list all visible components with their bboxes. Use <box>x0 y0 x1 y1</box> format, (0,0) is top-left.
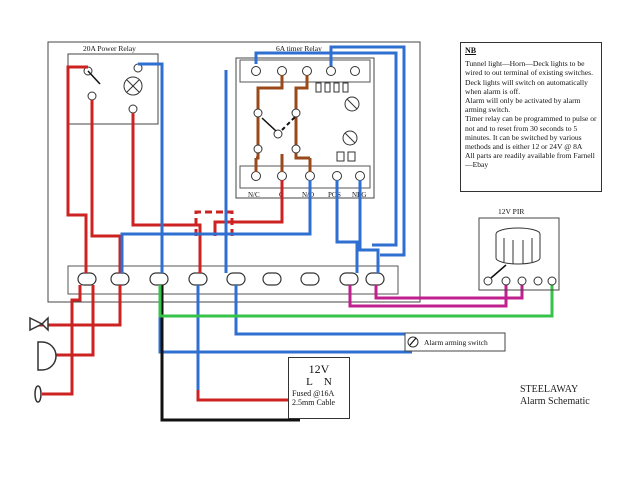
psu-cable: 2.5mm Cable <box>292 398 336 407</box>
timer-dip-switch-3 <box>333 82 340 93</box>
notes-box: NB Tunnel light—Horn—Deck lights to be w… <box>460 42 602 192</box>
timer-dip-switch-2 <box>324 82 331 93</box>
power-relay-label: 20A Power Relay <box>83 44 136 53</box>
magenta-wires <box>348 283 524 308</box>
black-wire <box>160 285 300 422</box>
timer-relay-top-terminal-block <box>239 59 371 83</box>
notes-paragraph: Tunnel light—Horn—Deck lights to be wire… <box>465 59 594 78</box>
timer-led-1 <box>336 151 345 162</box>
psu-live: L <box>306 376 313 388</box>
tunnel-light-icon <box>37 341 57 371</box>
terminal-strip <box>67 265 399 295</box>
timer-terminal-nc: N/C <box>248 191 260 199</box>
pir-switch-arm <box>490 264 507 279</box>
timer-relay-bottom-terminal-block <box>239 165 371 189</box>
alarm-switch-box <box>404 332 506 352</box>
timer-internal-wiring <box>254 75 312 172</box>
power-relay-coil-bottom <box>128 104 138 114</box>
timer-relay-box <box>235 57 375 199</box>
power-supply-box: 12V L N Fused @16A 2.5mm Cable <box>288 357 350 419</box>
psu-neutral: N <box>323 376 332 388</box>
timer-terminal-pos: POS <box>328 191 341 199</box>
output-loads <box>29 316 57 403</box>
notes-paragraph: All parts are readily available from Far… <box>465 151 595 170</box>
brand-name: STEELAWAY <box>520 384 579 395</box>
green-wire <box>158 282 554 318</box>
pir-sensor-dome <box>495 227 541 265</box>
power-relay-switch-arm <box>87 70 101 85</box>
horn-icon <box>29 316 49 332</box>
terminal-strip-screws <box>77 272 385 286</box>
alarm-switch-label: Alarm arming switch <box>424 338 488 347</box>
notes-paragraph: Deck lights will switch on automatically… <box>465 77 588 96</box>
schematic-title: Alarm Schematic <box>520 396 590 407</box>
blue-wires <box>120 45 412 390</box>
psu-fuse: Fused @16A <box>292 389 335 398</box>
pir-box <box>478 217 560 291</box>
psu-terminals: L N <box>289 376 349 389</box>
timer-dip-switch-4 <box>342 82 349 93</box>
deck-light-icon <box>34 385 42 403</box>
timer-dip-switch-1 <box>315 82 322 93</box>
timer-switch-dashed <box>281 115 297 131</box>
power-relay-contact-bottom <box>87 91 97 101</box>
brand-caption: STEELAWAY Alarm Schematic <box>520 384 590 408</box>
timer-terminal-no: N/O <box>302 191 314 199</box>
red-dashed-wire <box>194 210 234 236</box>
notes-paragraph: Alarm will only be activated by alarm ar… <box>465 96 581 115</box>
timer-relay-label: 6A timer Relay <box>276 44 322 53</box>
timer-switch-arm <box>261 117 277 132</box>
notes-paragraph: Timer relay can be programmed to pulse o… <box>465 114 597 152</box>
pir-label: 12V PIR <box>498 207 524 216</box>
notes-title: NB <box>465 46 477 55</box>
main-enclosure <box>47 41 421 303</box>
psu-voltage: 12V <box>308 362 330 376</box>
timer-led-2 <box>347 151 356 162</box>
